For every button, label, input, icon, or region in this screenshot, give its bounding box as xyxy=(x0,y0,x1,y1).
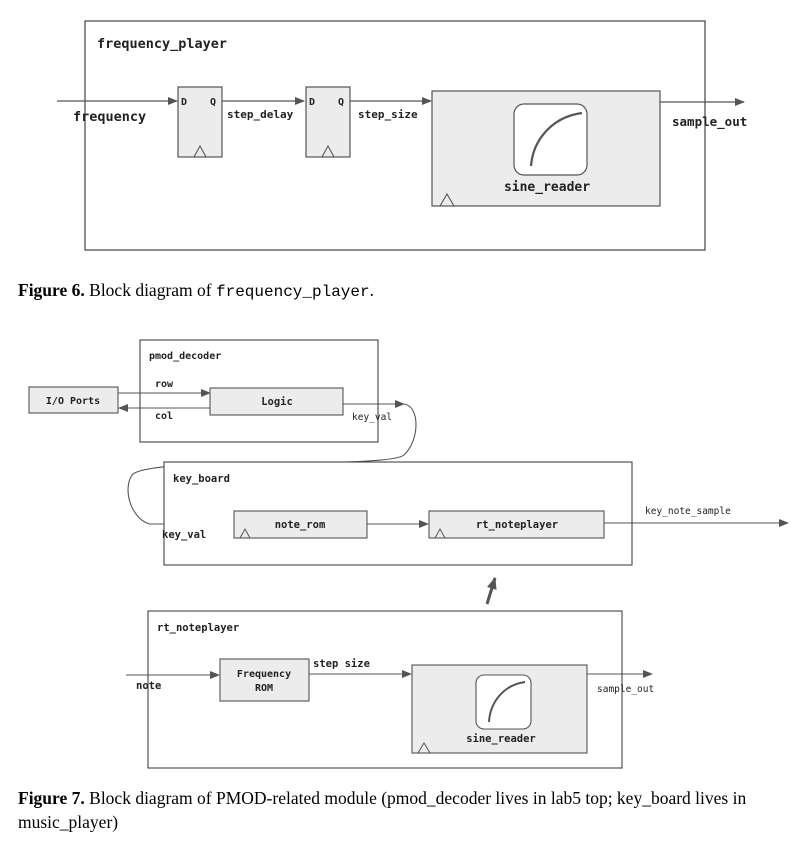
rt-noteplayer-title: rt_noteplayer xyxy=(157,622,239,634)
sine-reader-clock-triangle-7 xyxy=(417,742,431,754)
note-label: note xyxy=(136,680,161,692)
rt-noteplayer-block xyxy=(428,510,605,539)
ff2-clock-triangle xyxy=(321,144,335,158)
row-label: row xyxy=(155,379,174,390)
figure-7-caption: Figure 7. Block diagram of PMOD-related … xyxy=(18,786,798,834)
note-rom-clock-triangle xyxy=(239,527,251,539)
figure-6-caption-text: Block diagram of xyxy=(84,280,216,300)
ff1-q-label: Q xyxy=(210,97,216,108)
note-rom-label: note_rom xyxy=(275,519,326,531)
frequency-rom-label-1: Frequency xyxy=(237,669,291,680)
figure-6-caption-end: . xyxy=(369,280,374,300)
rt-noteplayer-block-label: rt_noteplayer xyxy=(476,519,558,531)
sample-out-label: sample_out xyxy=(672,114,747,130)
ff2-d-label: D xyxy=(309,97,315,108)
sample-out-label-7: sample_out xyxy=(597,684,654,695)
figure-7-caption-text: Block diagram of PMOD-related module (pm… xyxy=(18,788,747,832)
step-size-label: step_size xyxy=(358,108,418,121)
sine-reader-clock-triangle xyxy=(439,192,455,207)
sine-reader-label-7: sine_reader xyxy=(466,733,536,745)
ff1-clock-triangle xyxy=(193,144,207,158)
frequency-input-label: frequency xyxy=(73,109,146,125)
sine-reader-label: sine_reader xyxy=(504,180,590,195)
key-board-title: key_board xyxy=(173,473,230,485)
frequency-rom-label-2: ROM xyxy=(255,683,273,694)
ff2-q-label: Q xyxy=(338,97,344,108)
logic-block xyxy=(209,387,344,416)
key-val-in-label: key_val xyxy=(162,529,206,541)
rt-noteplayer-clock-triangle xyxy=(434,527,446,539)
io-ports-label: I/O Ports xyxy=(46,396,100,407)
io-ports-block xyxy=(28,386,119,414)
block-diagrams: frequency_player frequency D Q step_dela… xyxy=(28,20,789,769)
key-val-out-label: key_val xyxy=(352,412,392,423)
frequency-player-title: frequency_player xyxy=(97,36,227,52)
frequency-rom-block xyxy=(219,658,310,702)
key-note-sample-label: key_note_sample xyxy=(645,506,731,517)
ff1-d-label: D xyxy=(181,97,187,108)
step-size-label-7: step size xyxy=(313,658,370,670)
logic-label: Logic xyxy=(261,396,293,408)
figure-6-caption-code: frequency_player xyxy=(215,283,370,301)
figure-7-diagram: pmod_decoder I/O Ports row col Logic key… xyxy=(28,339,789,769)
col-label: col xyxy=(155,411,173,422)
figure-6-diagram: frequency_player frequency D Q step_dela… xyxy=(57,20,747,251)
figure-7-caption-bold: Figure 7. xyxy=(18,788,85,808)
figure-6-caption-bold: Figure 6. xyxy=(18,280,85,300)
step-delay-label: step_delay xyxy=(227,108,294,121)
figure-6-caption: Figure 6. Block diagram of frequency_pla… xyxy=(18,278,374,304)
pmod-decoder-title: pmod_decoder xyxy=(149,351,221,362)
expand-arrow xyxy=(485,577,497,605)
